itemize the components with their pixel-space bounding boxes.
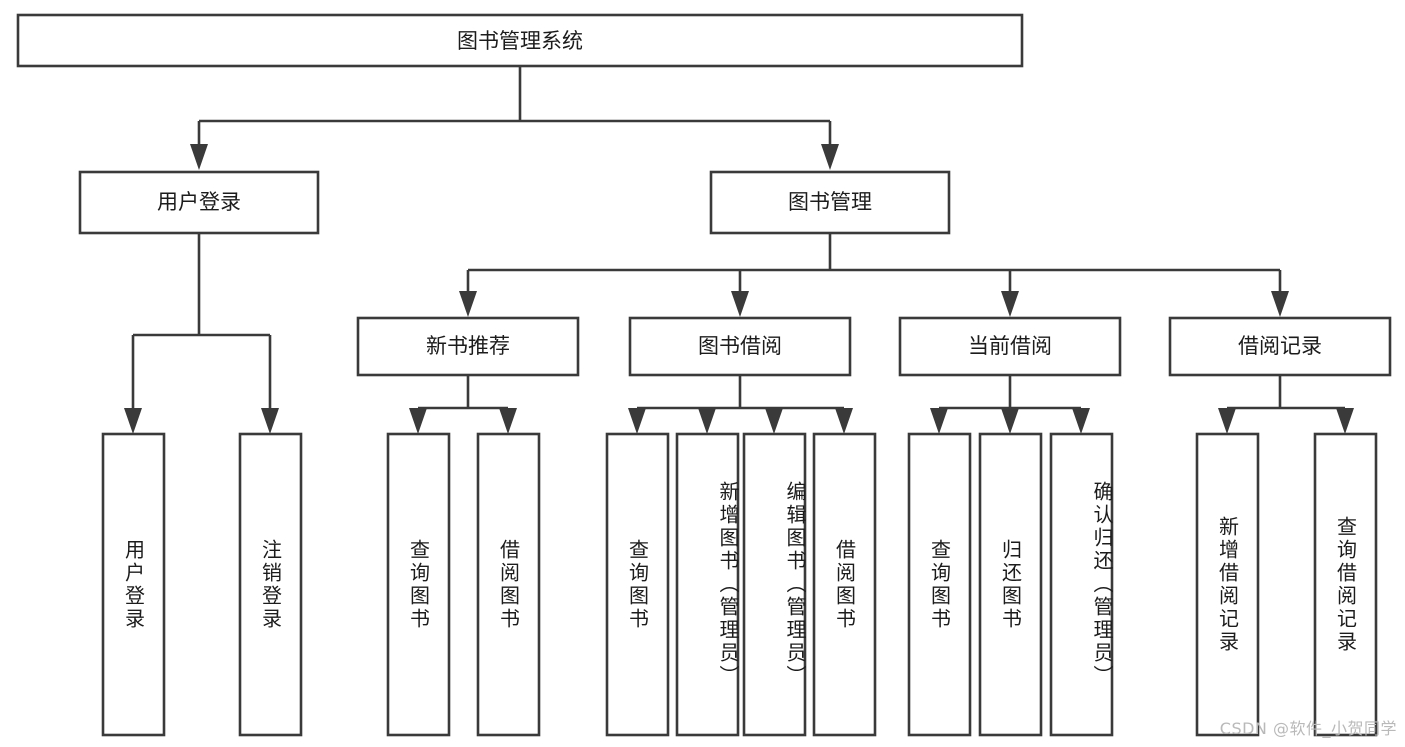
node-box-leaf-borrow-1[interactable] <box>675 432 740 737</box>
node-box-leaf-current-0[interactable] <box>907 432 972 737</box>
connector-group-root <box>190 66 839 170</box>
node-box-book-borrow[interactable] <box>628 316 852 377</box>
node-box-current-borrow[interactable] <box>898 316 1122 377</box>
node-box-leaf-record-1[interactable] <box>1313 432 1378 737</box>
connector-group-current <box>930 375 1090 434</box>
arrow-current-leaf-3-icon <box>1072 408 1090 434</box>
arrow-book-child-1-icon <box>459 291 477 317</box>
arrow-book-child-2-icon <box>731 291 749 317</box>
connector-group-borrow <box>628 375 853 434</box>
node-box-book-management[interactable] <box>709 170 951 235</box>
node-box-leaf-record-0[interactable] <box>1195 432 1260 737</box>
connector-group-record <box>1218 375 1354 434</box>
node-label-user-login: 用户登录 <box>157 190 241 214</box>
node-label-book-management: 图书管理 <box>788 190 872 214</box>
arrow-current-leaf-1-icon <box>930 408 948 434</box>
arrow-current-leaf-2-icon <box>1001 408 1019 434</box>
node-box-leaf-borrow-2[interactable] <box>742 432 807 737</box>
arrow-record-leaf-2-icon <box>1336 408 1354 434</box>
node-box-leaf-newbook-1[interactable] <box>476 432 541 737</box>
watermark-text: CSDN @软件_小贺同学 <box>1219 719 1397 738</box>
node-label-book-borrow: 图书借阅 <box>698 334 782 358</box>
node-label-borrow-record: 借阅记录 <box>1238 334 1322 358</box>
arrow-root-to-book-icon <box>821 144 839 170</box>
node-label-root: 图书管理系统 <box>457 29 583 53</box>
node-box-borrow-record[interactable] <box>1168 316 1392 377</box>
arrow-root-to-user-icon <box>190 144 208 170</box>
node-box-leaf-current-2[interactable] <box>1049 432 1114 737</box>
node-label-current-borrow: 当前借阅 <box>968 334 1052 358</box>
node-box-leaf-borrow-3[interactable] <box>812 432 877 737</box>
arrow-user-leaf-2-icon <box>261 408 279 434</box>
arrow-borrow-leaf-4-icon <box>835 408 853 434</box>
connector-group-user-login <box>124 233 279 434</box>
arrow-newbook-leaf-1-icon <box>409 408 427 434</box>
node-label-new-book-recommend: 新书推荐 <box>426 334 510 358</box>
node-box-user-login[interactable] <box>78 170 320 235</box>
connector-group-book-mgmt <box>459 233 1289 317</box>
node-box-leaf-current-1[interactable] <box>978 432 1043 737</box>
arrow-book-child-3-icon <box>1001 291 1019 317</box>
arrow-record-leaf-1-icon <box>1218 408 1236 434</box>
arrow-borrow-leaf-1-icon <box>628 408 646 434</box>
arrow-newbook-leaf-2-icon <box>499 408 517 434</box>
arrow-borrow-leaf-3-icon <box>765 408 783 434</box>
arrow-borrow-leaf-2-icon <box>698 408 716 434</box>
arrow-book-child-4-icon <box>1271 291 1289 317</box>
node-box-root[interactable] <box>16 13 1024 68</box>
connector-group-new-book <box>409 375 517 434</box>
node-box-new-book-recommend[interactable] <box>356 316 580 377</box>
node-box-leaf-newbook-0[interactable] <box>386 432 451 737</box>
node-box-leaf-borrow-0[interactable] <box>605 432 670 737</box>
arrow-user-leaf-1-icon <box>124 408 142 434</box>
node-box-leaf-user-0[interactable] <box>101 432 166 737</box>
node-box-leaf-user-1[interactable] <box>238 432 303 737</box>
